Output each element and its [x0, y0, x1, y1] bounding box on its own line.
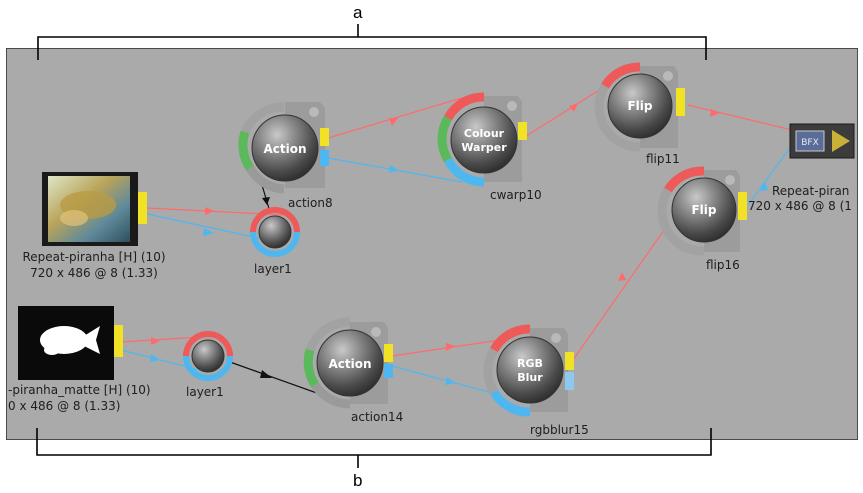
callout-label-b: b: [353, 471, 363, 490]
node-flip16[interactable]: Flip: [657, 166, 747, 256]
flip11-label: flip11: [646, 152, 680, 166]
clip1-res-label: 720 x 486 @ 8 (1.33): [30, 266, 158, 280]
bracket-a: [37, 24, 707, 60]
action8-label: action8: [288, 196, 333, 210]
link-flip11-output: [687, 104, 793, 131]
clip-node-repeat-piranha[interactable]: [42, 172, 147, 246]
clip-node-piranha-matte[interactable]: [18, 306, 123, 380]
layer1-top-label: layer1: [254, 262, 292, 276]
link-clip1-layer1: [146, 213, 269, 241]
cwarp10-label: cwarp10: [490, 188, 542, 202]
node-cwarp10-title-line2: Warper: [461, 141, 507, 154]
clip1-name-label: Repeat-piranha [H] (10): [22, 250, 166, 264]
node-action8-title: Action: [263, 142, 306, 156]
links: [120, 81, 793, 398]
arrowheads: [150, 103, 768, 385]
output-res-label: 720 x 486 @ 8 (1: [748, 199, 852, 213]
link-layer1-action14: [229, 361, 329, 398]
node-rgbblur15[interactable]: RGB Blur: [483, 324, 574, 417]
clip2-res-label: 0 x 486 @ 8 (1.33): [8, 399, 121, 413]
node-action14-title: Action: [328, 357, 371, 371]
node-action14[interactable]: Action: [303, 317, 393, 409]
node-cwarp10[interactable]: Colour Warper: [437, 92, 527, 187]
output-name-label: Repeat-piran: [772, 184, 850, 198]
node-rgbblur15-title-line2: Blur: [517, 371, 543, 384]
node-action8[interactable]: Action: [238, 102, 329, 194]
node-flip16-title: Flip: [691, 203, 716, 217]
link-action14-rgbblur-blue: [391, 365, 501, 396]
output-badge-text: BFX: [801, 138, 819, 148]
node-rgbblur15-title-line1: RGB: [517, 357, 543, 370]
link-rgbblur-flip16: [565, 229, 665, 371]
node-layer1-top[interactable]: [250, 207, 300, 257]
clip2-name-label: -piranha_matte [H] (10): [8, 383, 151, 397]
node-cwarp10-title-line1: Colour: [464, 127, 505, 140]
link-flip16-output: [747, 144, 793, 206]
link-cwarp10-flip11: [519, 81, 613, 141]
action14-label: action14: [351, 410, 404, 424]
node-output[interactable]: BFX: [789, 123, 855, 159]
flip16-label: flip16: [706, 258, 740, 272]
bracket-b: [36, 428, 712, 468]
node-layer1-bottom[interactable]: [183, 331, 233, 381]
link-clip2-layer1-red: [120, 336, 201, 343]
node-flip11-title: Flip: [627, 99, 652, 113]
rgbblur15-label: rgbblur15: [530, 423, 589, 437]
layer1-bottom-label: layer1: [186, 385, 224, 399]
node-flip11[interactable]: Flip: [594, 62, 685, 152]
callout-label-a: a: [353, 3, 363, 22]
